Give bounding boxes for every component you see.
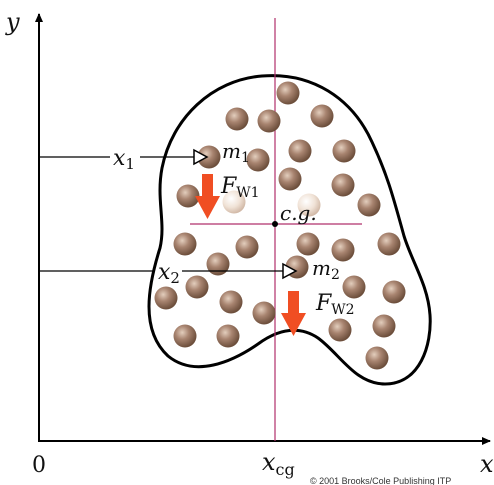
particle xyxy=(288,139,312,163)
particle xyxy=(382,280,406,304)
particle xyxy=(310,104,334,128)
particle-m1 xyxy=(222,190,246,214)
particle xyxy=(216,324,240,348)
x-axis-label: x xyxy=(480,450,494,478)
fw2-label: FW2 xyxy=(315,291,355,318)
cg-point xyxy=(272,221,278,227)
m2-main: m xyxy=(312,256,331,280)
particle xyxy=(225,107,249,131)
particle xyxy=(173,232,197,256)
particle xyxy=(342,275,366,299)
particle xyxy=(365,346,389,370)
particle xyxy=(296,232,320,256)
particle xyxy=(377,232,401,256)
m2-sub: 2 xyxy=(331,267,340,283)
particle xyxy=(372,314,396,338)
xcg-main: x xyxy=(262,448,276,476)
particle xyxy=(219,290,243,314)
particle xyxy=(357,193,381,217)
x2-distance-arrow xyxy=(39,262,298,280)
particle xyxy=(252,301,276,325)
weight-force-arrow-2 xyxy=(281,291,306,336)
m1-main: m xyxy=(222,139,241,163)
x2-main: x xyxy=(158,260,171,285)
particle xyxy=(278,167,302,191)
xcg-sub: cg xyxy=(276,460,295,479)
fw2-sub: W2 xyxy=(331,302,354,318)
x1-distance-arrow xyxy=(39,148,209,166)
particle xyxy=(257,109,281,133)
x2-sub: 2 xyxy=(170,269,180,287)
fw1-label: FW1 xyxy=(220,174,260,201)
particle xyxy=(246,148,270,172)
particle xyxy=(297,193,321,217)
mass-particles xyxy=(154,81,406,370)
x1-sub: 1 xyxy=(125,155,135,173)
xcg-label: xcg xyxy=(262,448,295,479)
particle xyxy=(154,286,178,310)
fw1-main: F xyxy=(220,174,237,199)
particle xyxy=(328,318,352,342)
particle xyxy=(185,275,209,299)
y-axis-label: y xyxy=(5,8,20,36)
x1-label: x1 xyxy=(113,146,135,173)
cg-label: c.g. xyxy=(280,201,317,225)
particle xyxy=(173,324,197,348)
particle xyxy=(176,184,200,208)
m1-label: m1 xyxy=(222,139,250,166)
particle xyxy=(331,173,355,197)
weight-force-arrow-1 xyxy=(195,174,220,219)
particle xyxy=(276,81,300,105)
copyright-notice: © 2001 Brooks/Cole Publishing ITP xyxy=(310,476,451,485)
particle xyxy=(332,139,356,163)
particle xyxy=(197,145,221,169)
particle xyxy=(206,252,230,276)
fw1-sub: W1 xyxy=(236,185,259,201)
origin-label: 0 xyxy=(32,453,46,478)
x1-main: x xyxy=(113,146,126,171)
m2-label: m2 xyxy=(312,256,340,283)
fw2-main: F xyxy=(315,291,332,316)
particle xyxy=(331,238,355,262)
x2-label: x2 xyxy=(158,260,180,287)
m1-sub: 1 xyxy=(241,150,250,166)
particle xyxy=(235,235,259,259)
